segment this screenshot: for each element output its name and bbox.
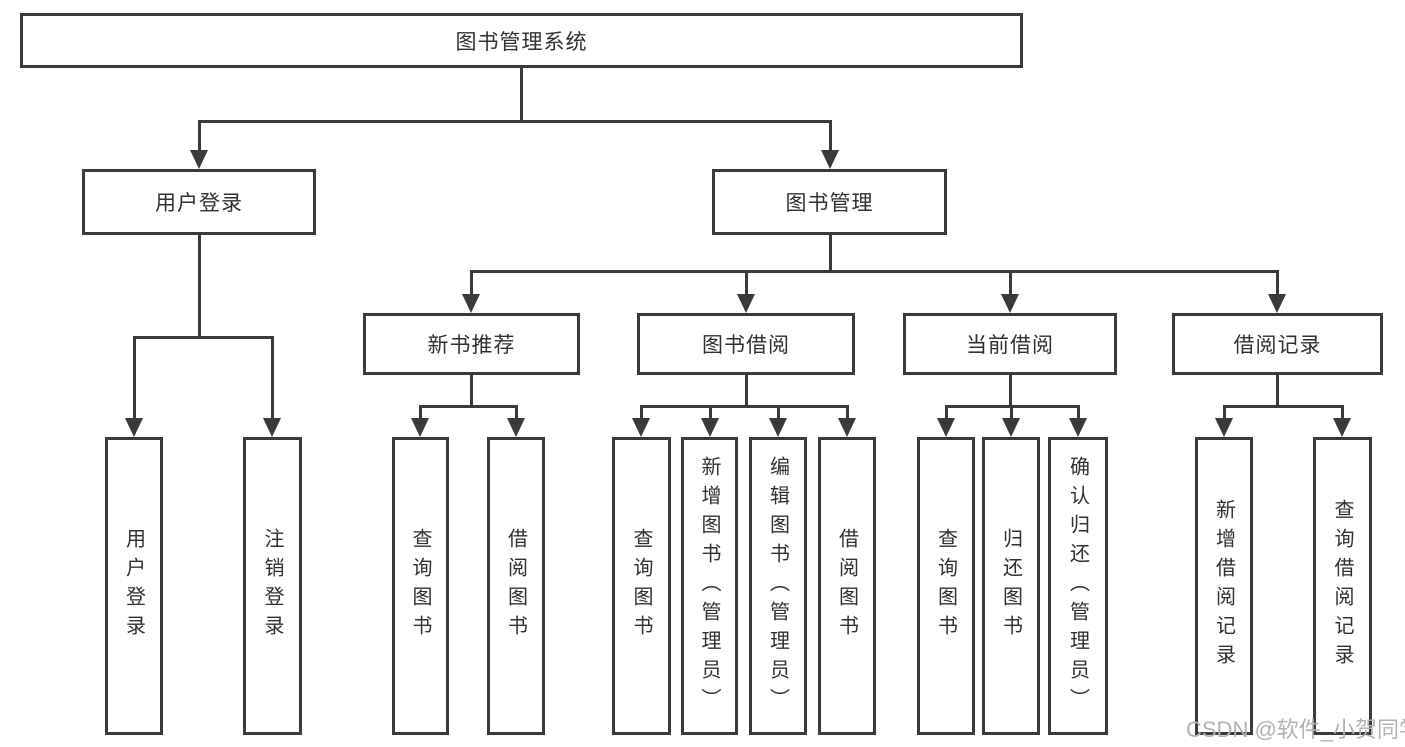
node-label: 查询图书 (409, 528, 431, 644)
connector-line (1010, 405, 1013, 421)
node-current-borrowing: 当前借阅 (903, 313, 1117, 375)
connector-line (1223, 405, 1344, 408)
node-label: 新增图书（管理员） (698, 455, 720, 717)
node-label: 查询借阅记录 (1331, 499, 1353, 673)
node-user-login-action: 用户登录 (105, 437, 163, 735)
node-label: 新增借阅记录 (1212, 499, 1235, 673)
connector-line (846, 405, 849, 421)
node-add-borrow-record: 新增借阅记录 (1195, 437, 1253, 735)
connector-line (515, 405, 518, 421)
node-label: 查询图书 (934, 528, 957, 644)
connector-arrowhead (821, 150, 839, 169)
connector-arrowhead (263, 418, 281, 437)
node-label: 借阅图书 (835, 528, 858, 644)
connector-arrowhead (190, 150, 208, 169)
node-query-borrow-record: 查询借阅记录 (1313, 437, 1372, 735)
node-label: 借阅图书 (504, 528, 527, 644)
connector-arrowhead (125, 418, 143, 437)
connector-arrowhead (838, 418, 856, 437)
connector-line (470, 375, 473, 408)
node-new-book-recommend: 新书推荐 (363, 313, 580, 375)
node-confirm-return-admin: 确认归还（管理员） (1048, 437, 1108, 735)
watermark: CSDN @软件_小贺同学 (1186, 717, 1405, 742)
node-borrow-records: 借阅记录 (1172, 313, 1383, 375)
connector-line (133, 336, 274, 339)
node-query-books-current: 查询图书 (917, 437, 975, 735)
node-label: 图书管理 (785, 192, 874, 215)
node-label: 归还图书 (999, 528, 1022, 644)
connector-line (198, 120, 201, 153)
connector-line (198, 235, 201, 339)
connector-arrowhead (1215, 418, 1233, 437)
node-label: 编辑图书（管理员） (766, 455, 789, 717)
node-add-book-admin: 新增图书（管理员） (681, 437, 738, 735)
connector-arrowhead (1333, 418, 1351, 437)
node-borrow-books-borrowing: 借阅图书 (818, 437, 876, 735)
connector-line (640, 405, 643, 421)
node-label: 图书管理系统 (455, 30, 588, 54)
node-return-books: 归还图书 (982, 437, 1040, 735)
connector-arrowhead (1268, 294, 1286, 313)
connector-line (777, 405, 780, 421)
connector-line (419, 405, 422, 421)
connector-arrowhead (937, 418, 955, 437)
node-label: 用户登录 (122, 528, 145, 644)
node-label: 查询图书 (630, 528, 652, 644)
connector-arrowhead (411, 418, 429, 437)
node-logout-action: 注销登录 (243, 437, 302, 735)
node-label: 用户登录 (155, 192, 243, 215)
node-label: 注销登录 (261, 528, 283, 644)
connector-line (1009, 270, 1012, 297)
node-edit-book-admin: 编辑图书（管理员） (749, 437, 807, 735)
connector-arrowhead (1002, 418, 1020, 437)
connector-line (1341, 405, 1344, 421)
connector-line (945, 405, 948, 421)
connector-line (520, 68, 523, 122)
connector-arrowhead (632, 418, 650, 437)
connector-line (1276, 270, 1279, 297)
connector-arrowhead (462, 294, 480, 313)
connector-line (470, 270, 473, 297)
connector-line (745, 270, 748, 297)
connector-line (271, 336, 274, 420)
connector-line (829, 235, 832, 273)
connector-line (133, 336, 136, 420)
connector-arrowhead (1069, 418, 1087, 437)
connector-line (419, 405, 518, 408)
connector-line (198, 120, 832, 123)
connector-arrowhead (507, 418, 525, 437)
connector-line (1223, 405, 1226, 421)
node-label: 借阅记录 (1233, 334, 1322, 357)
connector-line (1276, 375, 1279, 408)
connector-line (829, 120, 832, 153)
node-query-books-recommend: 查询图书 (392, 437, 449, 735)
connector-arrowhead (769, 418, 787, 437)
node-user-login: 用户登录 (82, 169, 316, 235)
node-book-management: 图书管理 (712, 169, 947, 235)
node-label: 图书借阅 (702, 334, 790, 357)
node-query-books-borrowing: 查询图书 (612, 437, 671, 735)
node-label: 新书推荐 (427, 334, 516, 357)
node-book-borrowing: 图书借阅 (637, 313, 855, 375)
node-label: 当前借阅 (966, 334, 1054, 357)
connector-line (640, 405, 848, 408)
node-label: 确认归还（管理员） (1066, 455, 1089, 717)
connector-line (709, 405, 712, 421)
connector-line (470, 270, 1279, 273)
connector-arrowhead (737, 294, 755, 313)
connector-line (1077, 405, 1080, 421)
node-library-system: 图书管理系统 (20, 13, 1023, 68)
connector-arrowhead (1001, 294, 1019, 313)
connector-line (745, 375, 748, 408)
connector-line (1009, 375, 1012, 408)
node-borrow-books-recommend: 借阅图书 (487, 437, 545, 735)
connector-arrowhead (701, 418, 719, 437)
